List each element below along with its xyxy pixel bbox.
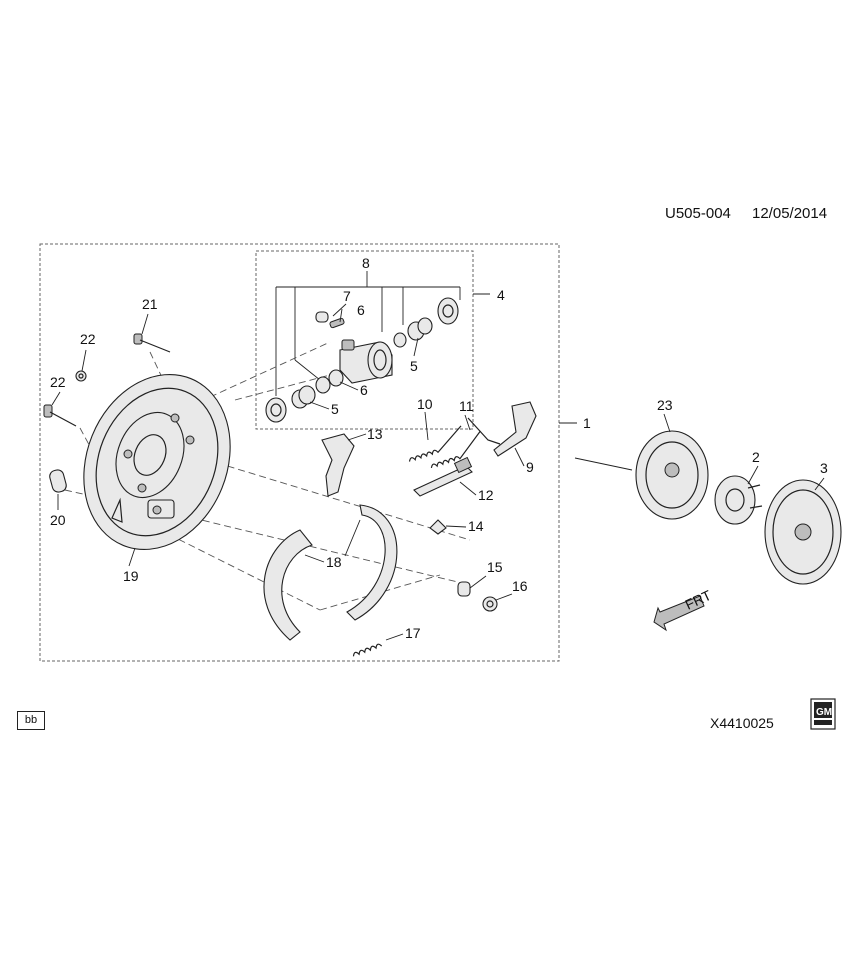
- assembly-boundary: [39, 243, 560, 662]
- bolt-lower: [43, 404, 77, 427]
- return-spring-upper: [408, 425, 462, 462]
- wheel-cylinder-body: [339, 339, 393, 384]
- callout-label: 4: [497, 287, 505, 303]
- callout-label: 14: [468, 518, 484, 534]
- piston-right: [407, 317, 433, 341]
- hold-down-spring: [457, 581, 471, 597]
- callout-label: 6: [360, 382, 368, 398]
- cup-right: [393, 332, 407, 348]
- parking-lever: [321, 433, 355, 497]
- bolt-upper: [133, 333, 171, 353]
- alignment-lines: [64, 341, 471, 611]
- brake-drum: [764, 479, 842, 585]
- callout-label: 8: [362, 255, 370, 271]
- diagram-date: 12/05/2014: [752, 205, 827, 222]
- hold-down-cup: [482, 596, 498, 612]
- gm-logo: GM: [810, 698, 836, 730]
- brake-assembly-small: [635, 430, 709, 520]
- callout-label: 1: [583, 415, 591, 431]
- callout-label: 5: [331, 401, 339, 417]
- callout-label: 20: [50, 512, 66, 528]
- callout-label: 22: [50, 374, 66, 390]
- hub-bearing: [714, 475, 763, 525]
- callout-label: 18: [326, 554, 342, 570]
- callout-label: 10: [417, 396, 433, 412]
- diagram-code: U505-004: [665, 205, 731, 222]
- adjuster-lever: [493, 401, 537, 457]
- gm-logo-text: GM: [816, 707, 832, 718]
- boot-left: [265, 397, 287, 423]
- callout-label: 21: [142, 296, 158, 312]
- callout-label: 3: [820, 460, 828, 476]
- retainer-clip: [429, 519, 447, 535]
- callout-label: 2: [752, 449, 760, 465]
- illustration-id: X4410025: [710, 715, 774, 731]
- view-tag: bb: [17, 711, 45, 730]
- plug: [49, 469, 67, 493]
- callout-labels: 8 7 6 4 5 6 5 1 10 11 13 9 12 14 15 16 1…: [50, 255, 828, 641]
- callout-label: 15: [487, 559, 503, 575]
- callout-leaders: [51, 303, 825, 641]
- backing-plate: [83, 373, 231, 551]
- lower-return-spring: [352, 643, 383, 657]
- callout-label: 23: [657, 397, 673, 413]
- callout-label: 11: [459, 398, 474, 414]
- cup-left: [315, 369, 344, 394]
- callout-label: 5: [410, 358, 418, 374]
- callout-label: 12: [478, 487, 494, 503]
- brake-shoe-rear: [263, 529, 313, 641]
- callout-label: 9: [526, 459, 534, 475]
- callout-label: 16: [512, 578, 528, 594]
- callout-label: 17: [405, 625, 421, 641]
- boot-right: [437, 297, 459, 325]
- callout-label: 13: [367, 426, 383, 442]
- callout-label: 22: [80, 331, 96, 347]
- assembly-pointer: [574, 457, 633, 471]
- piston-left: [291, 385, 316, 409]
- adjuster-strut: [413, 456, 473, 497]
- wheel-cylinder-boundary: [255, 250, 474, 430]
- callout-label: 19: [123, 568, 139, 584]
- bleeder-screw: [329, 317, 345, 329]
- callout-label: 6: [357, 302, 365, 318]
- callout-label: 7: [343, 288, 351, 304]
- front-direction-arrow: FRT: [653, 587, 714, 632]
- return-spring-lower: [430, 430, 481, 469]
- nut: [75, 370, 87, 382]
- bleeder-cap: [315, 311, 329, 323]
- adjuster-cable: [467, 417, 501, 445]
- brake-shoe-front: [346, 504, 398, 621]
